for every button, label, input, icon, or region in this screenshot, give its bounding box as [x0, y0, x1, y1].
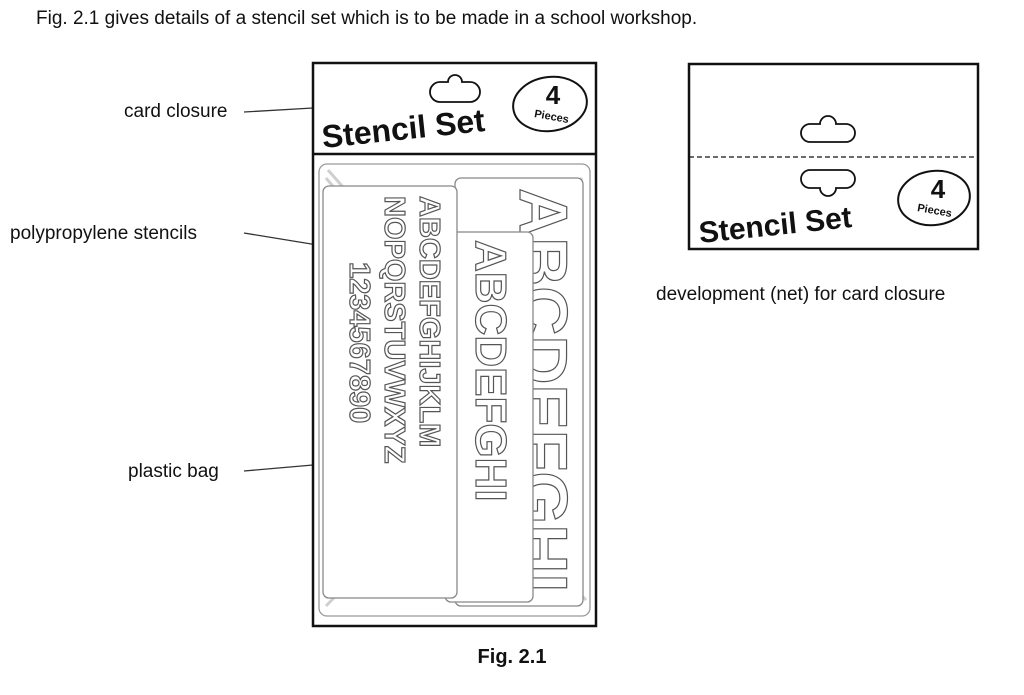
stencil-row-a-m: ABCDEFGHIJKLM	[413, 196, 445, 447]
label-plastic-bag: plastic bag	[128, 461, 219, 482]
hang-hole-icon	[429, 74, 481, 103]
card-closure-net: Stencil Set 4 Pieces	[687, 62, 980, 251]
net-hang-hole-top-icon	[800, 115, 856, 143]
leader-plastic-bag	[243, 464, 314, 472]
stencil-row-n-z: NOPQRSTUVWXYZ	[378, 196, 410, 463]
net-hang-hole-bottom-icon	[800, 169, 856, 197]
pieces-badge	[512, 75, 588, 133]
intro-text: Fig. 2.1 gives details of a stencil set …	[36, 8, 698, 29]
stencil-package: Stencil Set 4 Pieces ABCDEFGHI ABCDEFGHI…	[311, 61, 598, 628]
label-net: development (net) for card closure	[656, 284, 946, 305]
pieces-unit: Pieces	[533, 108, 569, 126]
label-polypropylene-stencils: polypropylene stencils	[10, 223, 197, 244]
stencil-medium-letters: ABCDEFGHI	[466, 240, 515, 502]
net-pieces-count: 4	[931, 174, 946, 204]
leader-card-closure	[243, 107, 314, 113]
net-pieces-badge	[897, 169, 971, 227]
label-card-closure: card closure	[124, 101, 228, 122]
stencil-row-digits: 1234567890	[343, 262, 375, 423]
stencil-front	[322, 185, 458, 599]
figure-caption: Fig. 2.1	[477, 646, 547, 668]
pieces-count: 4	[546, 80, 561, 110]
plastic-bag-outline	[318, 163, 591, 617]
net-pieces-unit: Pieces	[916, 202, 952, 220]
